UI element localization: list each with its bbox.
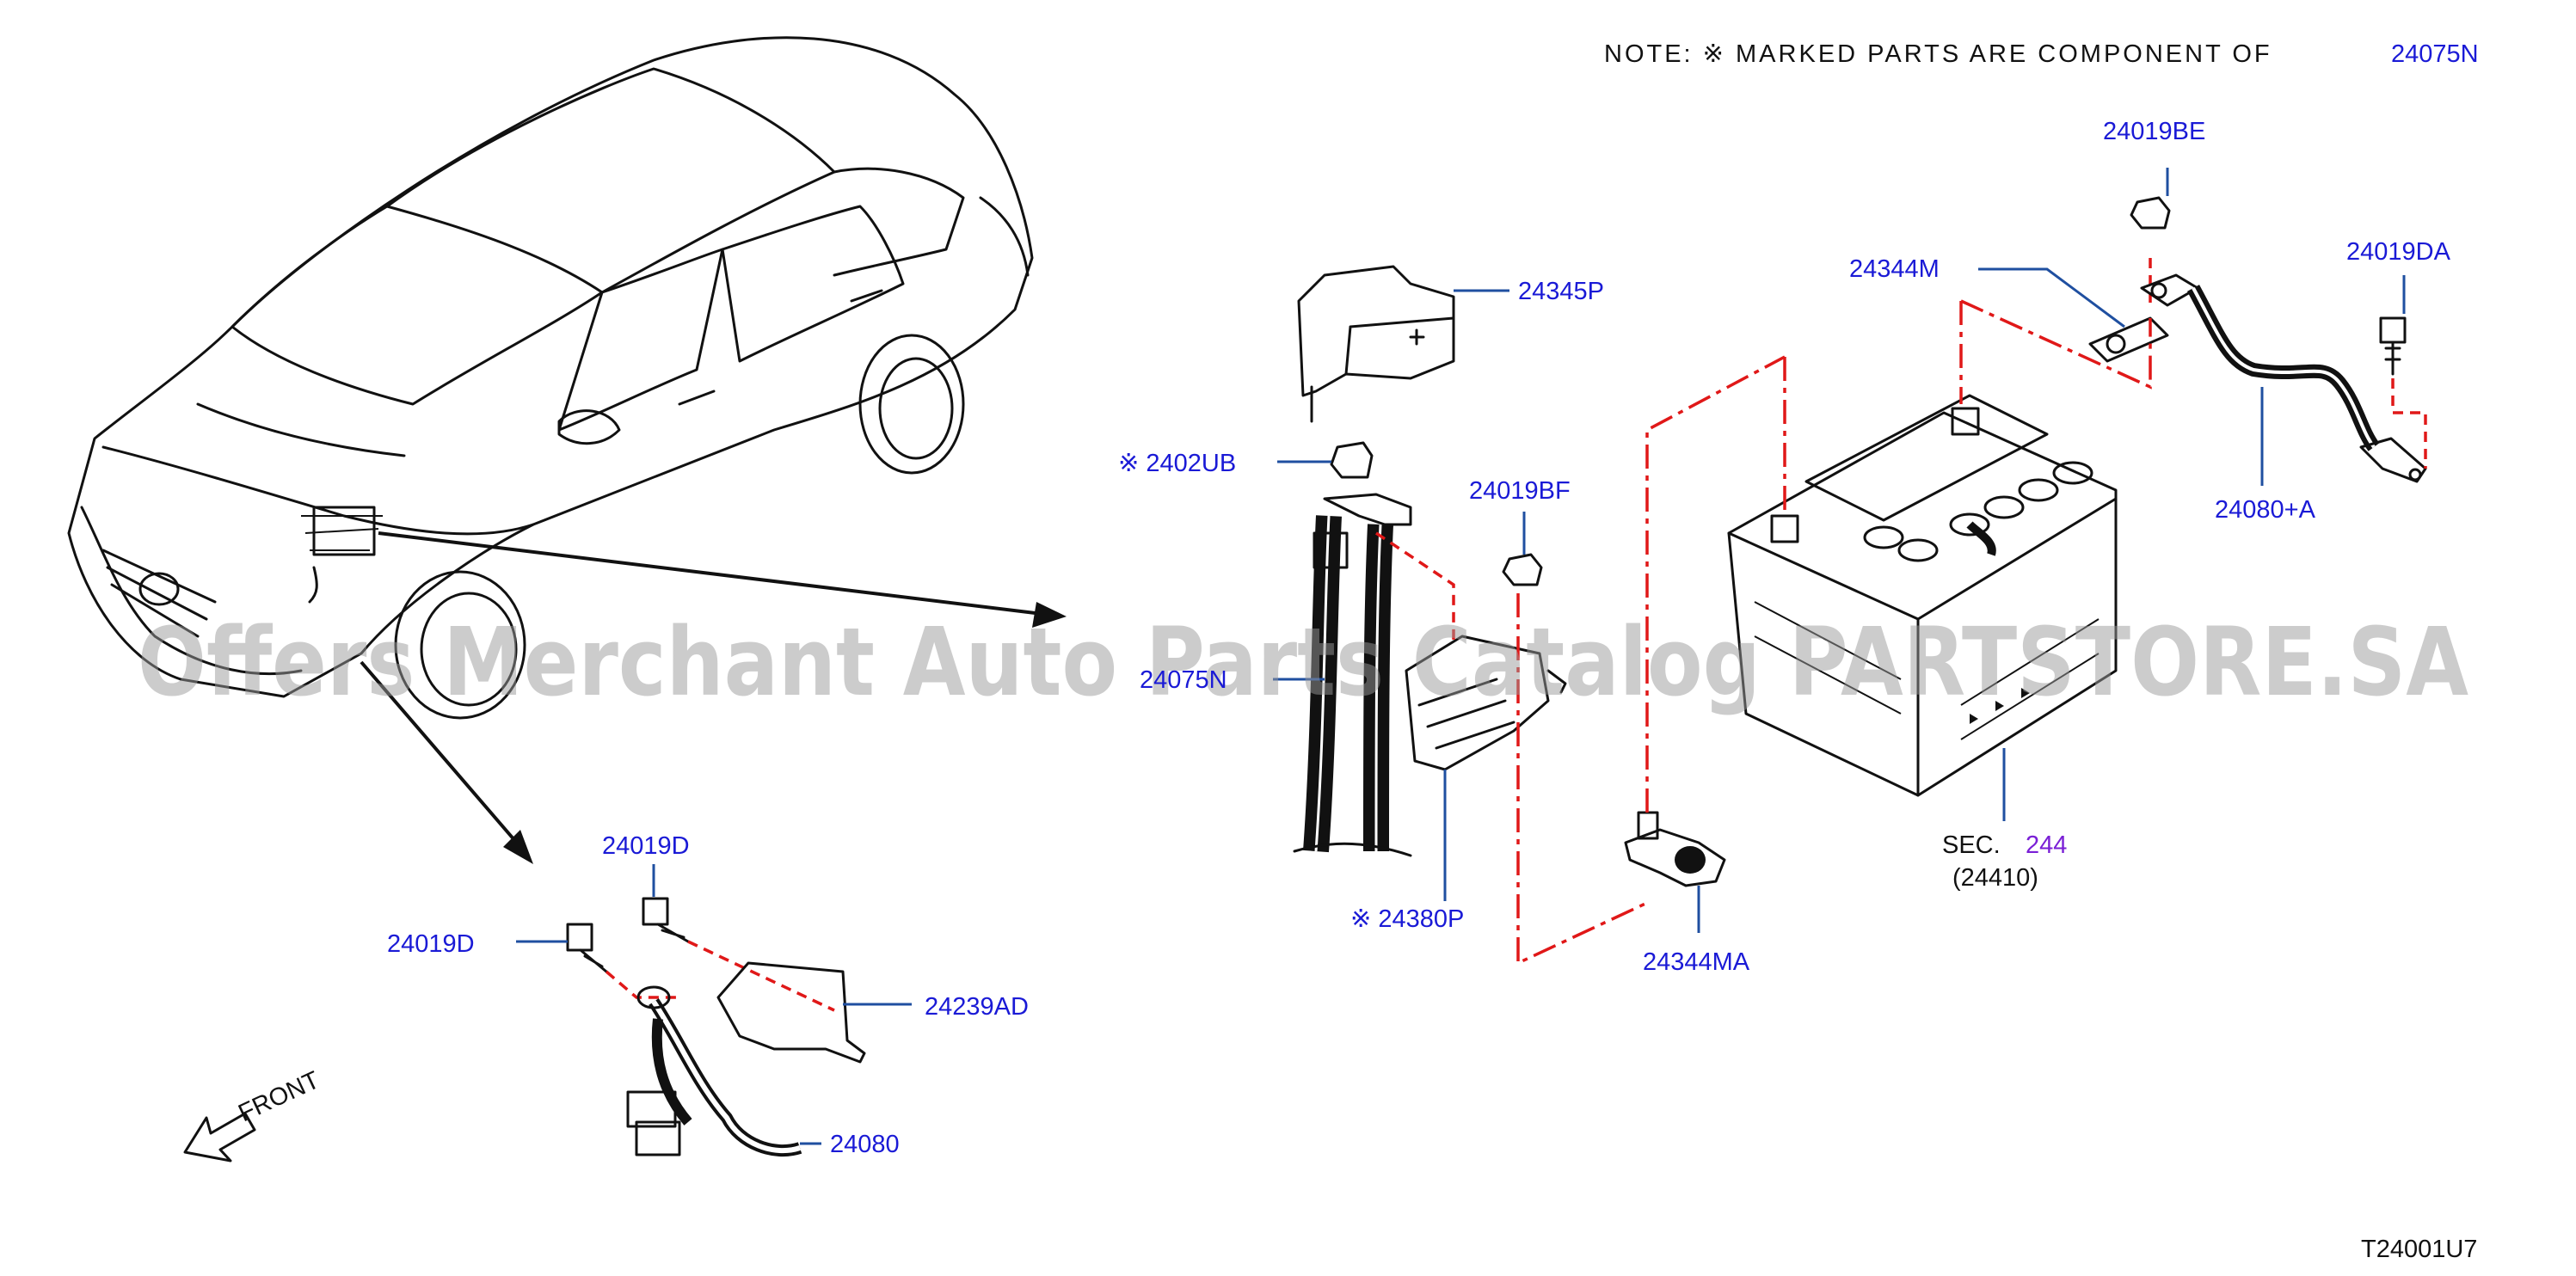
callout-24080: 24080 xyxy=(830,1131,900,1158)
sec-prefix: SEC. xyxy=(1942,831,2001,859)
sec-sub: (24410) xyxy=(1952,864,2038,892)
note-text: NOTE: ※ MARKED PARTS ARE COMPONENT OF xyxy=(1604,40,2272,68)
callout-24019DA: 24019DA xyxy=(2346,238,2451,266)
callout-24075N-side: 24075N xyxy=(1140,666,1227,694)
callout-24344MA: 24344MA xyxy=(1643,948,1750,976)
battery-group xyxy=(1624,258,2169,887)
callout-24239AD: 24239AD xyxy=(925,993,1029,1021)
callout-24380P: ※ 24380P xyxy=(1350,905,1464,933)
watermark-text: Offers Merchant Auto Parts Catalog PARTS… xyxy=(138,607,2468,717)
callout-24019D-left: 24019D xyxy=(387,930,475,958)
cable-24080a-group xyxy=(2130,196,2427,483)
leader-lines xyxy=(516,168,2406,1145)
note-block: NOTE: ※ MARKED PARTS ARE COMPONENT OF 24… xyxy=(1604,40,2479,68)
callout-24019BE: 24019BE xyxy=(2103,118,2205,145)
callout-24080A: 24080+A xyxy=(2215,496,2316,524)
callout-2402UB: ※ 2402UB xyxy=(1118,450,1236,477)
cable-24080-group xyxy=(566,897,866,1157)
front-label: FRONT xyxy=(234,1066,323,1127)
callout-24345P: 24345P xyxy=(1518,278,1604,305)
fuse-block-group xyxy=(1293,265,1648,966)
section-reference: SEC. 244 (24410) xyxy=(1942,831,2067,892)
car-illustration xyxy=(67,36,1034,720)
callout-24019BF: 24019BF xyxy=(1469,477,1571,505)
front-direction-indicator: FRONT xyxy=(183,1066,324,1163)
callout-24344M: 24344M xyxy=(1849,255,1940,283)
diagram-code: T24001U7 xyxy=(2361,1236,2477,1263)
sec-code: 244 xyxy=(2026,831,2067,859)
note-ref: 24075N xyxy=(2391,40,2479,68)
pointer-arrows xyxy=(360,531,1067,864)
callout-24019D-top: 24019D xyxy=(602,832,690,860)
